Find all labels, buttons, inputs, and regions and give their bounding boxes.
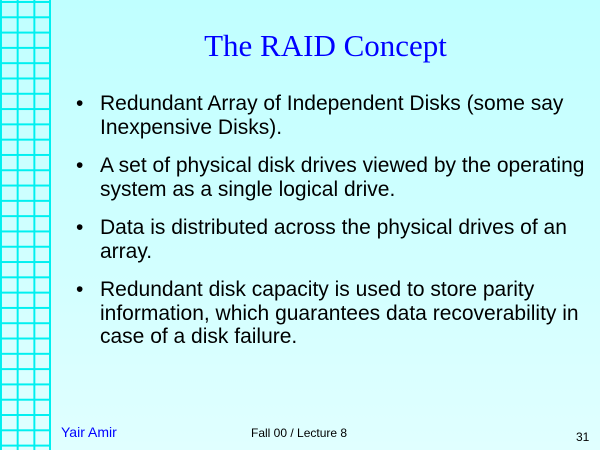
slide-number: 31 (576, 430, 590, 444)
bullet-icon: • (76, 92, 84, 115)
grid-edge-line (49, 0, 51, 450)
bullet-list: •Redundant Array of Independent Disks (s… (76, 92, 586, 364)
bullet-item: •Redundant Array of Independent Disks (s… (76, 92, 564, 139)
bullet-item: •A set of physical disk drives viewed by… (76, 154, 585, 201)
bullet-icon: • (76, 216, 84, 239)
slide-title: The RAID Concept (204, 28, 447, 63)
bullet-item: •Data is distributed across the physical… (76, 216, 567, 263)
bullet-item: •Redundant disk capacity is used to stor… (76, 278, 579, 348)
footer-course: Fall 00 / Lecture 8 (251, 426, 348, 440)
footer-author: Yair Amir (61, 424, 117, 440)
bullet-icon: • (76, 278, 84, 301)
decorative-grid (0, 0, 51, 450)
bullet-icon: • (76, 154, 84, 177)
